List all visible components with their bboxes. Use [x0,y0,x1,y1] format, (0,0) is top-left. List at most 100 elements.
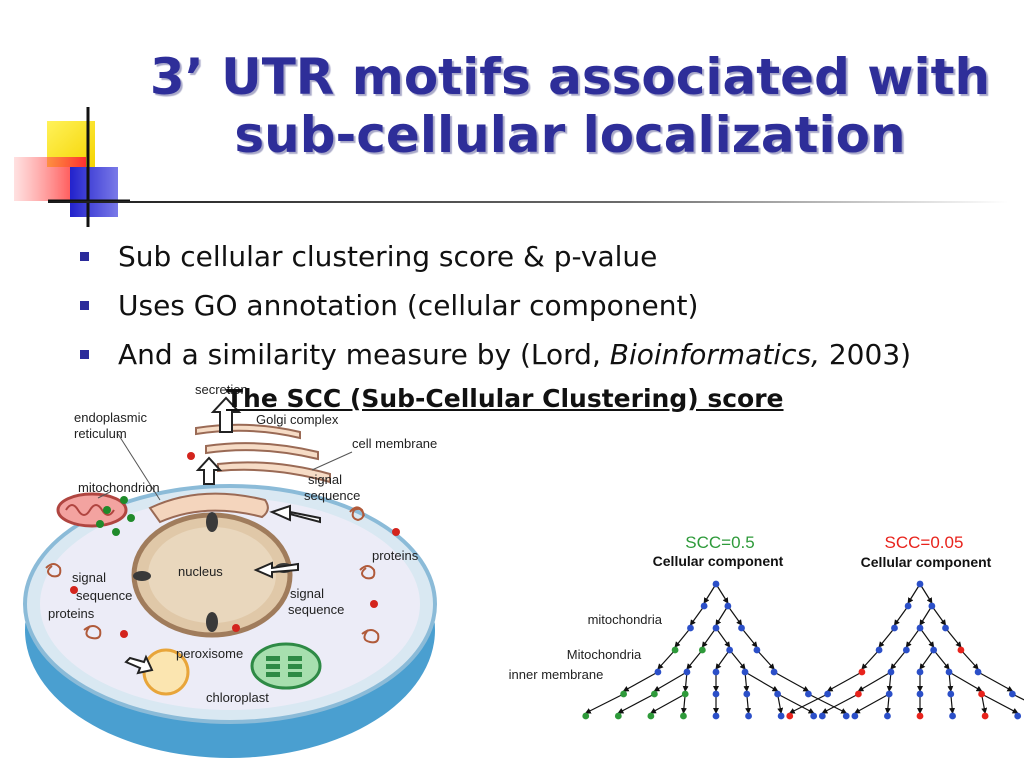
tree-edge [653,671,688,692]
go-tree-left [582,580,850,720]
tree-edge [617,693,655,714]
tree-edge [674,627,691,648]
tree-edge [919,583,933,604]
bullet-text: Uses GO annotation (cellular component) [118,289,699,322]
transport-arrows [124,396,321,675]
tree-edge [715,627,731,648]
label-proteins-right: proteins [372,548,419,563]
tree-edge [622,671,659,692]
tree-node [885,690,893,698]
endoplasmic-reticulum [148,492,269,524]
tree-node [858,668,866,676]
go-trees: SCC=0.5 Cellular component SCC=0.05 Cell… [509,533,1024,720]
label-er-1: endoplasmic [74,410,147,425]
label-chloroplast: chloroplast [206,690,269,705]
tree-edge [861,649,880,670]
tree-node [753,646,761,654]
tree-edge [857,671,892,692]
tree-node [928,602,936,610]
tree-node [777,712,785,720]
tree-edge [729,649,746,670]
label-peroxisome: peroxisome [176,646,243,661]
tree-node [947,690,955,698]
tree-node [712,712,720,720]
bullet-square-icon [80,350,89,359]
tree-node [647,712,655,720]
go-tree-right [786,580,1024,720]
tree-node [916,712,924,720]
tree-node [712,624,720,632]
tree-edge [948,671,983,692]
tree-node [651,690,658,698]
tree-node [916,624,924,632]
tree-node [745,712,752,720]
tree-node [683,668,691,676]
tree-node [805,690,812,698]
label-golgi: Golgi complex [256,412,339,427]
tree-edge [878,627,895,648]
tree-edge [933,649,950,670]
tree-node [738,624,745,632]
tree-node [786,712,794,720]
tree-node [1009,690,1016,698]
label-mitochondria: mitochondria [588,612,663,627]
label-secretion: secretion [195,382,248,397]
tree-edge [826,671,863,692]
tree-node [855,690,862,698]
tree-edge [1012,693,1024,701]
tree-node [942,624,949,632]
label-cell-membrane: cell membrane [352,436,437,451]
rna-dots-red [70,452,400,638]
mitochondrion [56,492,128,528]
tree-node [582,712,590,720]
tree-edge [788,693,828,714]
tree-node [887,668,895,676]
tree-node [875,646,883,654]
tree-edge [701,627,717,648]
tree-edge [715,583,729,604]
tree-node [957,646,965,654]
bullet-text: Sub cellular clustering score & p-value [118,240,658,273]
tree-edge [727,605,743,626]
tree-node [700,602,708,610]
tree-edge [650,693,686,714]
label-signal-seq-r2: sequence [304,488,360,503]
title-divider [48,201,1008,203]
tree-right-subtitle: Cellular component [861,554,992,570]
tree-edge [931,605,947,626]
label-signal-seq-m2: sequence [288,602,344,617]
tree-node [930,646,938,654]
tree-node [698,646,706,654]
tree-node [680,712,687,720]
tree-node [949,712,956,720]
label-er-2: reticulum [74,426,127,441]
bullet-text-pre: And a similarity measure by (Lord, [118,338,610,371]
tree-edge [703,583,717,604]
tree-edge [919,649,935,670]
tree-left-score: SCC=0.5 [685,533,754,552]
protein-coils [45,506,380,644]
label-signal-seq-l2: sequence [76,588,132,603]
label-proteins-left: proteins [48,606,95,621]
label-inner-membrane-2: inner membrane [509,667,604,682]
tree-node [770,668,778,676]
title-line-2: sub-cellular localization [234,106,906,164]
tree-node [724,602,732,610]
label-signal-seq-m1: signal [290,586,324,601]
tree-right-score: SCC=0.05 [885,533,964,552]
tree-node [743,690,751,698]
tree-edge [893,605,909,626]
tree-edge [821,693,859,714]
tree-edge [657,649,676,670]
tree-node [687,624,694,632]
tree-node [774,690,781,698]
tree-left-subtitle: Cellular component [653,553,784,569]
tree-node [614,712,622,720]
label-signal-seq-r1: signal [308,472,342,487]
tree-edge [890,649,907,670]
tree-edge [756,649,775,670]
cell-diagram: secretion Golgi complex endoplasmic reti… [0,372,470,768]
tree-node [712,668,720,676]
tree-node [654,668,662,676]
nucleus [131,512,293,638]
